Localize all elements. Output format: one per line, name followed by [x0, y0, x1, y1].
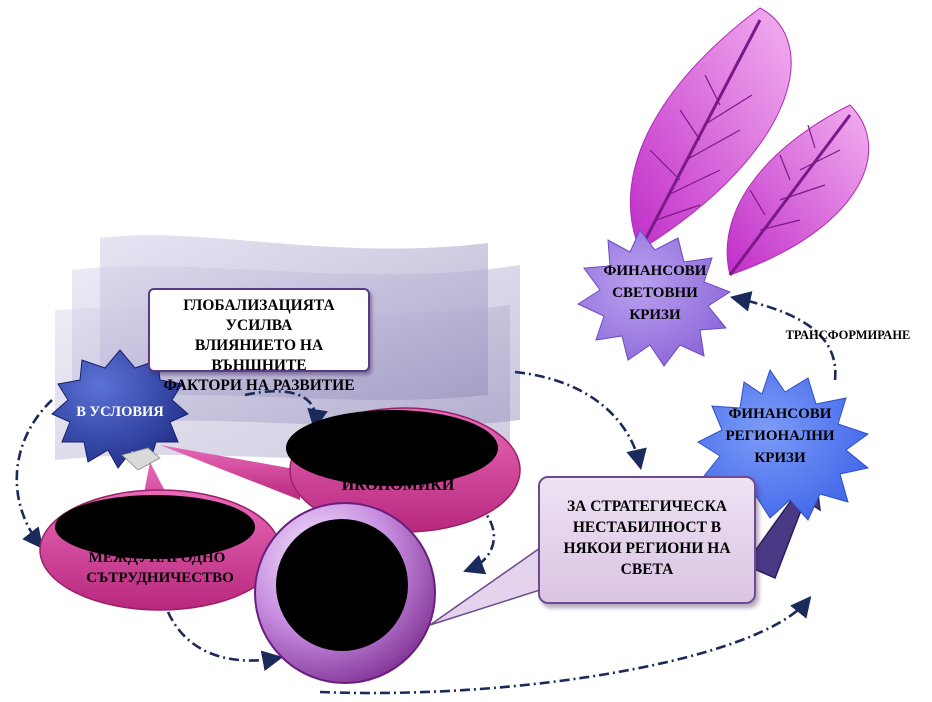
regional-crises-line3: КРИЗИ [754, 450, 806, 466]
strategic-line2: НЕСТАБИЛНОСТ В [572, 519, 722, 536]
feather-decoration-large [629, 7, 792, 251]
cooperation-oval-line1: МЕЖДУНАРОДНО [89, 550, 226, 566]
economy-oval-label: ИКОНОМИКИ [342, 477, 455, 494]
main-title-box: ГЛОБАЛИЗАЦИЯТА УСИЛВА ВЛИЯНИЕТО НА ВЪНШН… [148, 288, 370, 394]
world-crises-line2: СВЕТОВНИ [612, 285, 698, 301]
world-crises-line3: КРИЗИ [629, 307, 681, 323]
condition-badge-label: В УСЛОВИЯ [76, 404, 164, 420]
economy-oval: ИКОНОМИКИ [160, 407, 521, 533]
main-title-line1: ГЛОБАЛИЗАЦИЯТА УСИЛВА [183, 297, 335, 334]
regional-crises-line1: ФИНАНСОВИ [729, 406, 832, 422]
ring-circle [254, 502, 436, 684]
transform-label: ТРАНСФОРМИРАНЕ [786, 328, 911, 342]
connector-arrows [15, 291, 837, 695]
regional-crises-line2: РЕГИОНАЛНИ [725, 428, 834, 444]
main-title-line3: ФАКТОРИ НА РАЗВИТИЕ [163, 377, 355, 394]
strategic-line4: СВЕТА [620, 561, 674, 578]
strategic-instability-box: ЗА СТРАТЕГИЧЕСКА НЕСТАБИЛНОСТ В НЯКОИ РЕ… [538, 476, 756, 604]
cooperation-oval: МЕЖДУНАРОДНО СЪТРУДНИЧЕСТВО [39, 462, 281, 611]
main-title-line2: ВЛИЯНИЕТО НА ВЪНШНИТЕ [194, 337, 324, 374]
world-crises-line1: ФИНАНСОВИ [604, 263, 707, 279]
condition-badge: В УСЛОВИЯ [51, 349, 189, 471]
strategic-line1: ЗА СТРАТЕГИЧЕСКА [566, 498, 728, 515]
cooperation-oval-line2: СЪТРУДНИЧЕСТВО [86, 570, 234, 586]
world-crises-star: ФИНАНСОВИ СВЕТОВНИ КРИЗИ [576, 229, 732, 367]
feather-decoration-small [726, 104, 870, 276]
strategic-line3: НЯКОИ РЕГИОНИ НА [563, 540, 731, 557]
